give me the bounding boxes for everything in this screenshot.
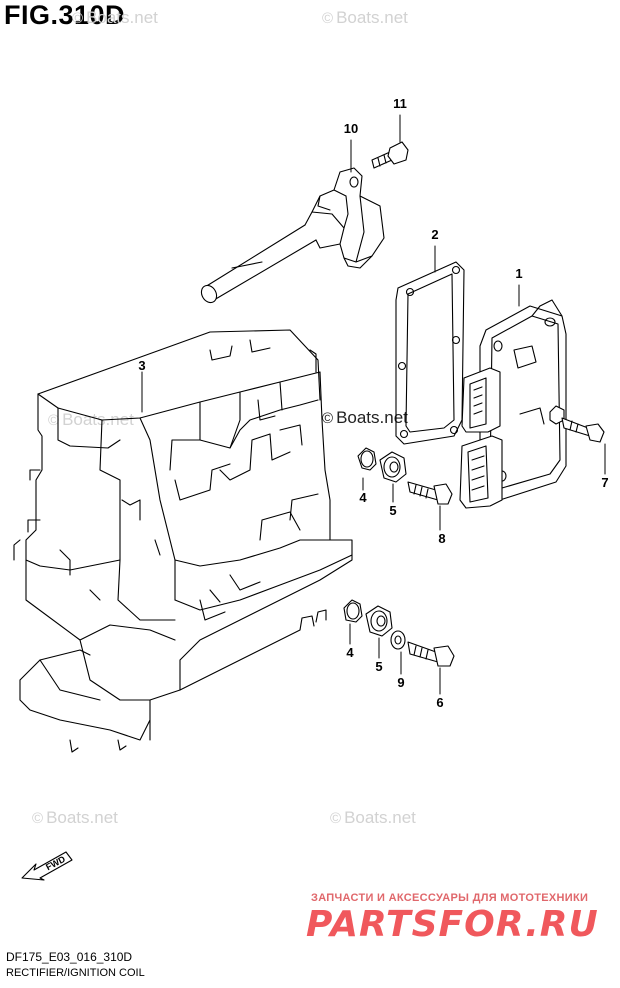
watermark: ©Boats.net [330, 808, 416, 827]
figure-code: DF175_E03_016_310D [6, 950, 133, 964]
figure-description: RECTIFIER/IGNITION COIL [6, 967, 145, 979]
callout-6: 6 [436, 695, 444, 710]
ignition-coil-part-8 [200, 167, 385, 304]
figure-title: FIG.310D [4, 0, 126, 30]
fwd-arrow-icon [21, 851, 73, 881]
callout-1: 1 [515, 266, 523, 281]
callout-9: 11 [393, 96, 407, 111]
gasket-part-2 [395, 261, 465, 445]
bracket-part-3 [13, 329, 353, 753]
callout-8: 10 [343, 121, 359, 136]
callout-10: 8 [438, 531, 446, 546]
bolt-part-7 [549, 405, 605, 443]
callout-2: 2 [431, 227, 439, 242]
bolt-part-6 [407, 641, 455, 667]
leader-lines [141, 114, 606, 695]
callout-4-lower: 4 [346, 645, 354, 660]
rectifier-part-1 [459, 299, 567, 509]
bolt-part-9 [371, 141, 409, 169]
watermark: ©Boats.net [72, 8, 158, 27]
watermark-center: ©Boats.net [322, 408, 408, 427]
callout-11: 9 [397, 675, 405, 690]
watermark: ©Boats.net [322, 8, 408, 27]
watermark: ©Boats.net [48, 410, 134, 429]
promo-logo: PARTSFOR.RU [306, 904, 599, 945]
callout-7: 7 [601, 475, 609, 490]
grommet-upper [357, 447, 407, 483]
grommet-lower [343, 599, 406, 650]
callout-5-upper: 5 [389, 503, 397, 518]
callout-3: 3 [138, 358, 146, 373]
callout-5-lower: 5 [375, 659, 383, 674]
callout-4-upper: 4 [359, 490, 367, 505]
watermark: ©Boats.net [32, 808, 118, 827]
bolt-part-10 [407, 481, 453, 505]
promo-tagline: ЗАПЧАСТИ И АКСЕССУАРЫ ДЛЯ МОТОТЕХНИКИ [311, 892, 589, 904]
